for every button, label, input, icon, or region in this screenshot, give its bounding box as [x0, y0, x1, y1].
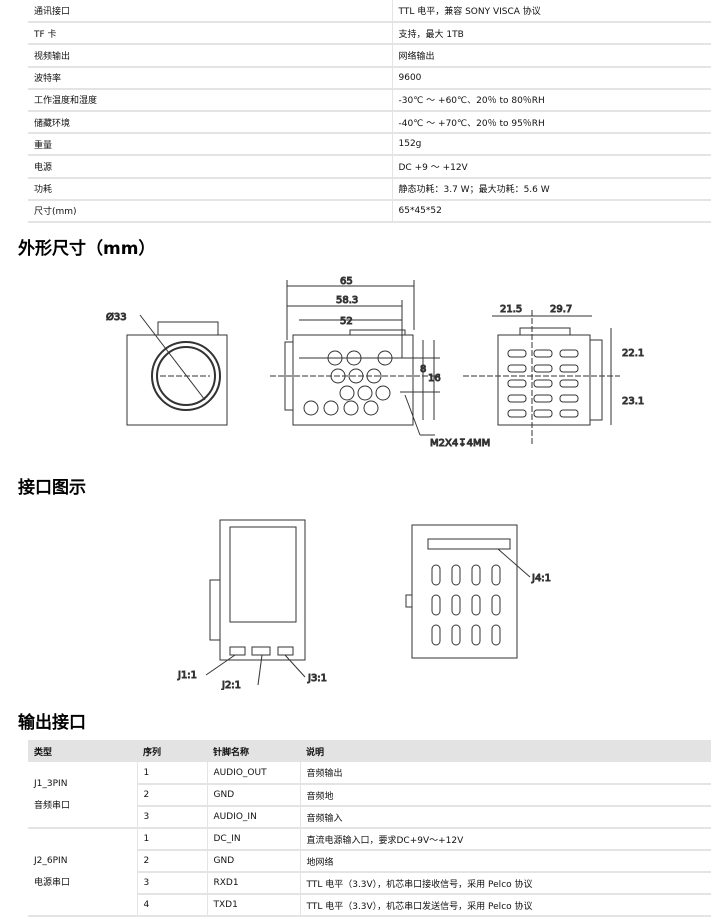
spec-key: 视频输出: [28, 44, 393, 68]
pin-desc: TTL 电平（3.3V），机芯串口接收信号，采用 Pelco 协议: [300, 872, 711, 895]
col-header-index: 序列: [137, 740, 207, 762]
col-header-desc: 说明: [300, 740, 711, 762]
pin-index: 3: [137, 872, 208, 895]
dim-23-1: 23.1: [622, 396, 644, 407]
pin-desc: 音频输入: [300, 806, 711, 829]
pin-desc: TTL 电平（3.3V），机芯串口发送信号，采用 Pelco 协议: [300, 894, 711, 917]
spec-row: 视频输出网络输出: [28, 44, 711, 68]
pin-index: 2: [137, 784, 208, 807]
pin-name: RXD1: [207, 872, 301, 895]
col-header-pin: 针脚名称: [207, 740, 300, 762]
spec-key: 功耗: [28, 177, 393, 201]
dim-16: 16: [428, 373, 441, 384]
label-j4: J4:1: [531, 573, 551, 584]
pin-index: 3: [137, 806, 208, 829]
group-name: J1_3PIN: [34, 778, 68, 789]
col-header-type: 类型: [28, 740, 137, 762]
spec-row: 工作温度和湿度-30℃ ～ +60℃、20％ to 80％RH: [28, 88, 711, 112]
spec-value: TTL 电平，兼容 SONY VISCA 协议: [392, 0, 711, 24]
section-title-dimensions: 外形尺寸（mm）: [18, 239, 156, 259]
section-title-ports: 接口图示: [18, 478, 86, 498]
dimension-drawing: Ø33 65 58.3 52 8 16 M2X4↧4MM 21.5 29.7 2…: [106, 276, 645, 450]
spec-value: 支持，最大 1TB: [392, 22, 711, 46]
pin-desc: 直流电源输入口，要求DC+9V～+12V: [300, 828, 711, 851]
dim-65: 65: [340, 276, 353, 287]
spec-value: 65*45*52: [392, 199, 711, 223]
group-cell: J2_6PIN 电源串口: [28, 828, 138, 917]
spec-value: 静态功耗：3.7 W；最大功耗：5.6 W: [392, 177, 711, 201]
dim-diameter: Ø33: [106, 311, 127, 323]
spec-row: 储藏环境-40℃ ～ +70℃、20％ to 95％RH: [28, 110, 711, 135]
pin-desc: 音频输出: [300, 762, 711, 785]
rear-port-view: [405, 524, 531, 659]
spec-key: 工作温度和湿度: [28, 88, 393, 112]
spec-value: DC +9 ～ +12V: [392, 155, 711, 179]
dim-29-7: 29.7: [550, 304, 572, 315]
pin-name: GND: [207, 850, 301, 873]
front-view: [126, 314, 228, 426]
pin-name: GND: [207, 784, 301, 807]
pin-name: AUDIO_IN: [207, 806, 301, 829]
section-title-output: 输出接口: [18, 713, 86, 733]
spec-value: 网络输出: [392, 44, 711, 68]
group-desc: 音频串口: [34, 800, 71, 811]
label-j2: J2:1: [221, 680, 241, 690]
spec-key: 储藏环境: [28, 110, 393, 135]
pin-index: 1: [137, 762, 208, 785]
group-desc: 电源串口: [34, 878, 71, 888]
rear-view: [463, 310, 620, 445]
spec-key: 波特率: [28, 66, 393, 90]
pin-name: DC_IN: [207, 828, 301, 851]
spec-row: 功耗静态功耗：3.7 W；最大功耗：5.6 W: [28, 177, 711, 201]
spec-key: TF 卡: [28, 22, 393, 46]
spec-value: 152g: [392, 133, 711, 157]
pin-index: 1: [137, 828, 208, 851]
pin-desc: 地网络: [300, 850, 711, 873]
label-j3: J3:1: [307, 673, 327, 684]
label-j1: J1:1: [177, 670, 197, 681]
dim-22-1: 22.1: [622, 348, 644, 359]
spec-key: 尺寸(mm): [28, 199, 393, 223]
group-cell: J1_3PIN 音频串口: [28, 762, 138, 829]
spec-key: 重量: [28, 133, 393, 157]
spec-value: 9600: [392, 66, 711, 90]
pin-name: AUDIO_OUT: [207, 762, 301, 785]
spec-key: 通讯接口: [28, 0, 393, 24]
spec-value: -40℃ ～ +70℃、20％ to 95％RH: [392, 110, 711, 135]
spec-row: 尺寸(mm)65*45*52: [28, 199, 711, 223]
spec-row: TF 卡支持，最大 1TB: [28, 22, 711, 46]
board-view: [205, 519, 306, 686]
group-name: J2_6PIN: [34, 856, 68, 866]
dim-21-5: 21.5: [500, 304, 522, 315]
dim-58-3: 58.3: [336, 295, 358, 306]
port-diagram: J1:1 J2:1 J3:1 J4:1: [177, 519, 552, 690]
pin-name: TXD1: [207, 894, 301, 917]
dim-screw: M2X4↧4MM: [430, 438, 490, 449]
side-view: [270, 280, 440, 436]
pin-desc: 音频地: [300, 784, 711, 807]
dim-52: 52: [340, 316, 353, 327]
pin-index: 2: [137, 850, 208, 873]
spec-key: 电源: [28, 155, 393, 179]
spec-value: -30℃ ～ +60℃、20％ to 80％RH: [392, 88, 711, 112]
pin-index: 4: [137, 894, 208, 917]
dim-8: 8: [420, 364, 426, 375]
